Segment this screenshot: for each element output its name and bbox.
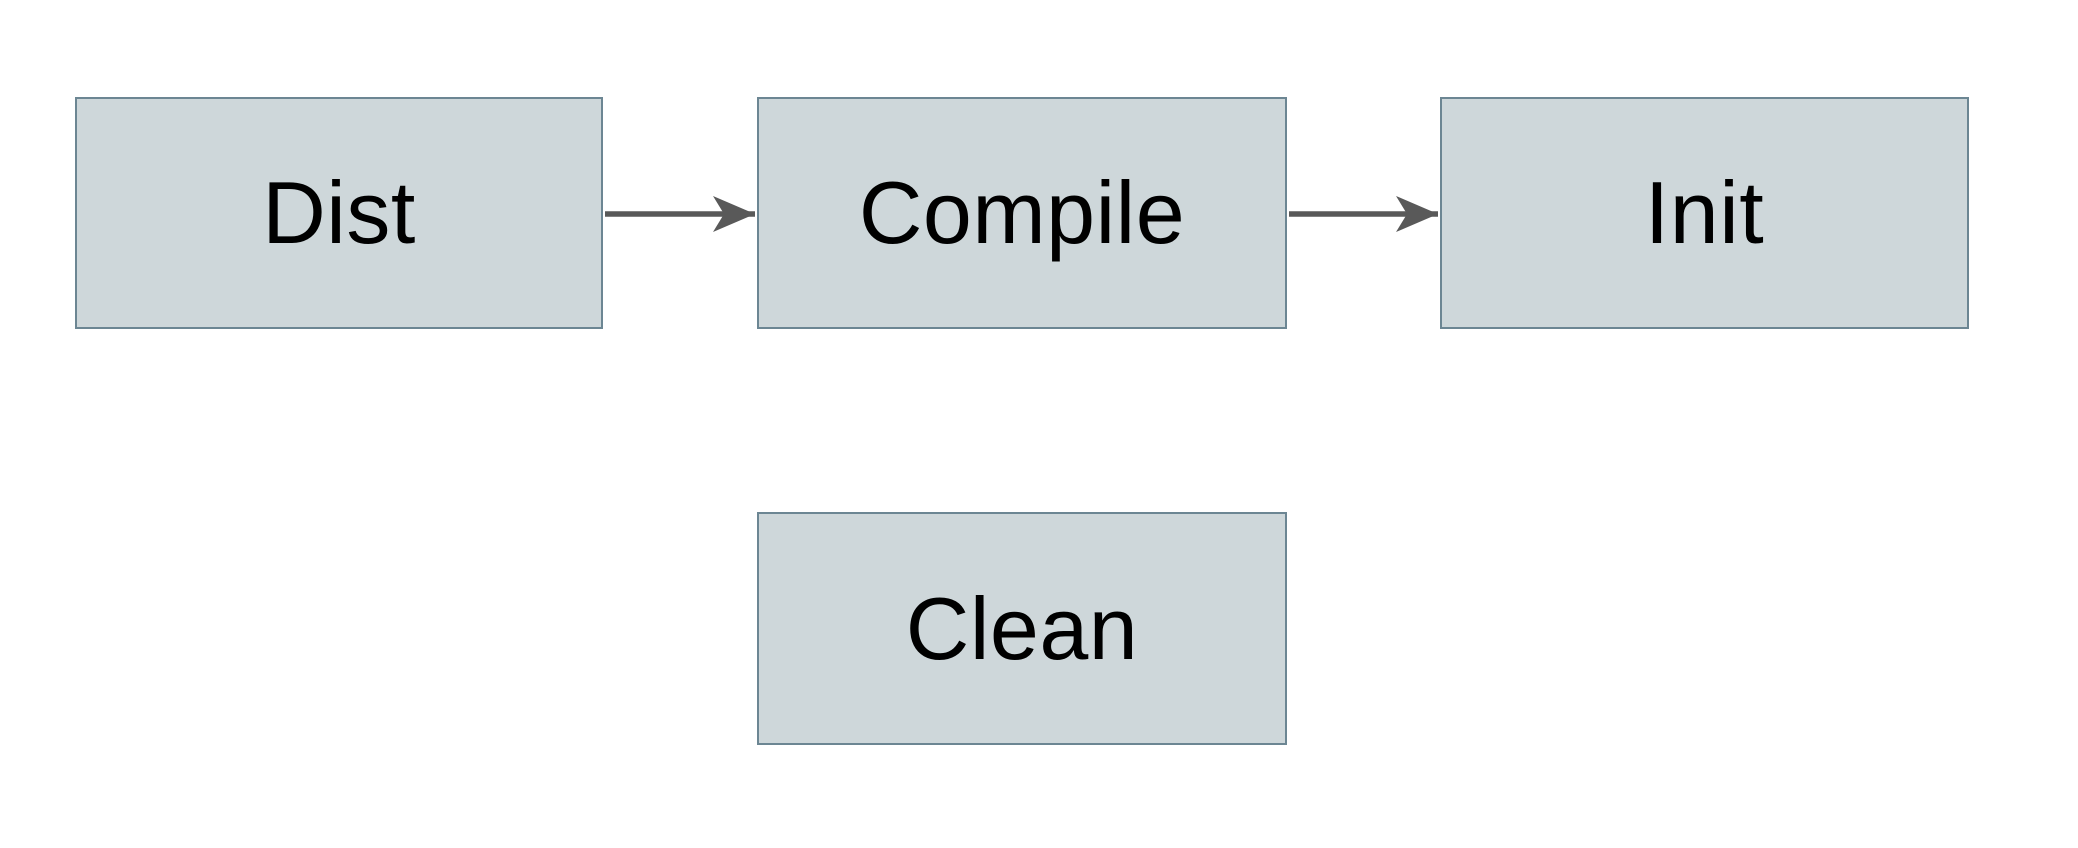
node-init[interactable]: Init [1440, 97, 1969, 329]
node-compile[interactable]: Compile [757, 97, 1287, 329]
node-clean-label: Clean [905, 578, 1139, 678]
node-clean[interactable]: Clean [757, 512, 1287, 745]
node-dist[interactable]: Dist [75, 97, 603, 329]
node-init-label: Init [1644, 163, 1765, 262]
node-dist-label: Dist [262, 163, 416, 262]
node-compile-label: Compile [858, 163, 1186, 262]
